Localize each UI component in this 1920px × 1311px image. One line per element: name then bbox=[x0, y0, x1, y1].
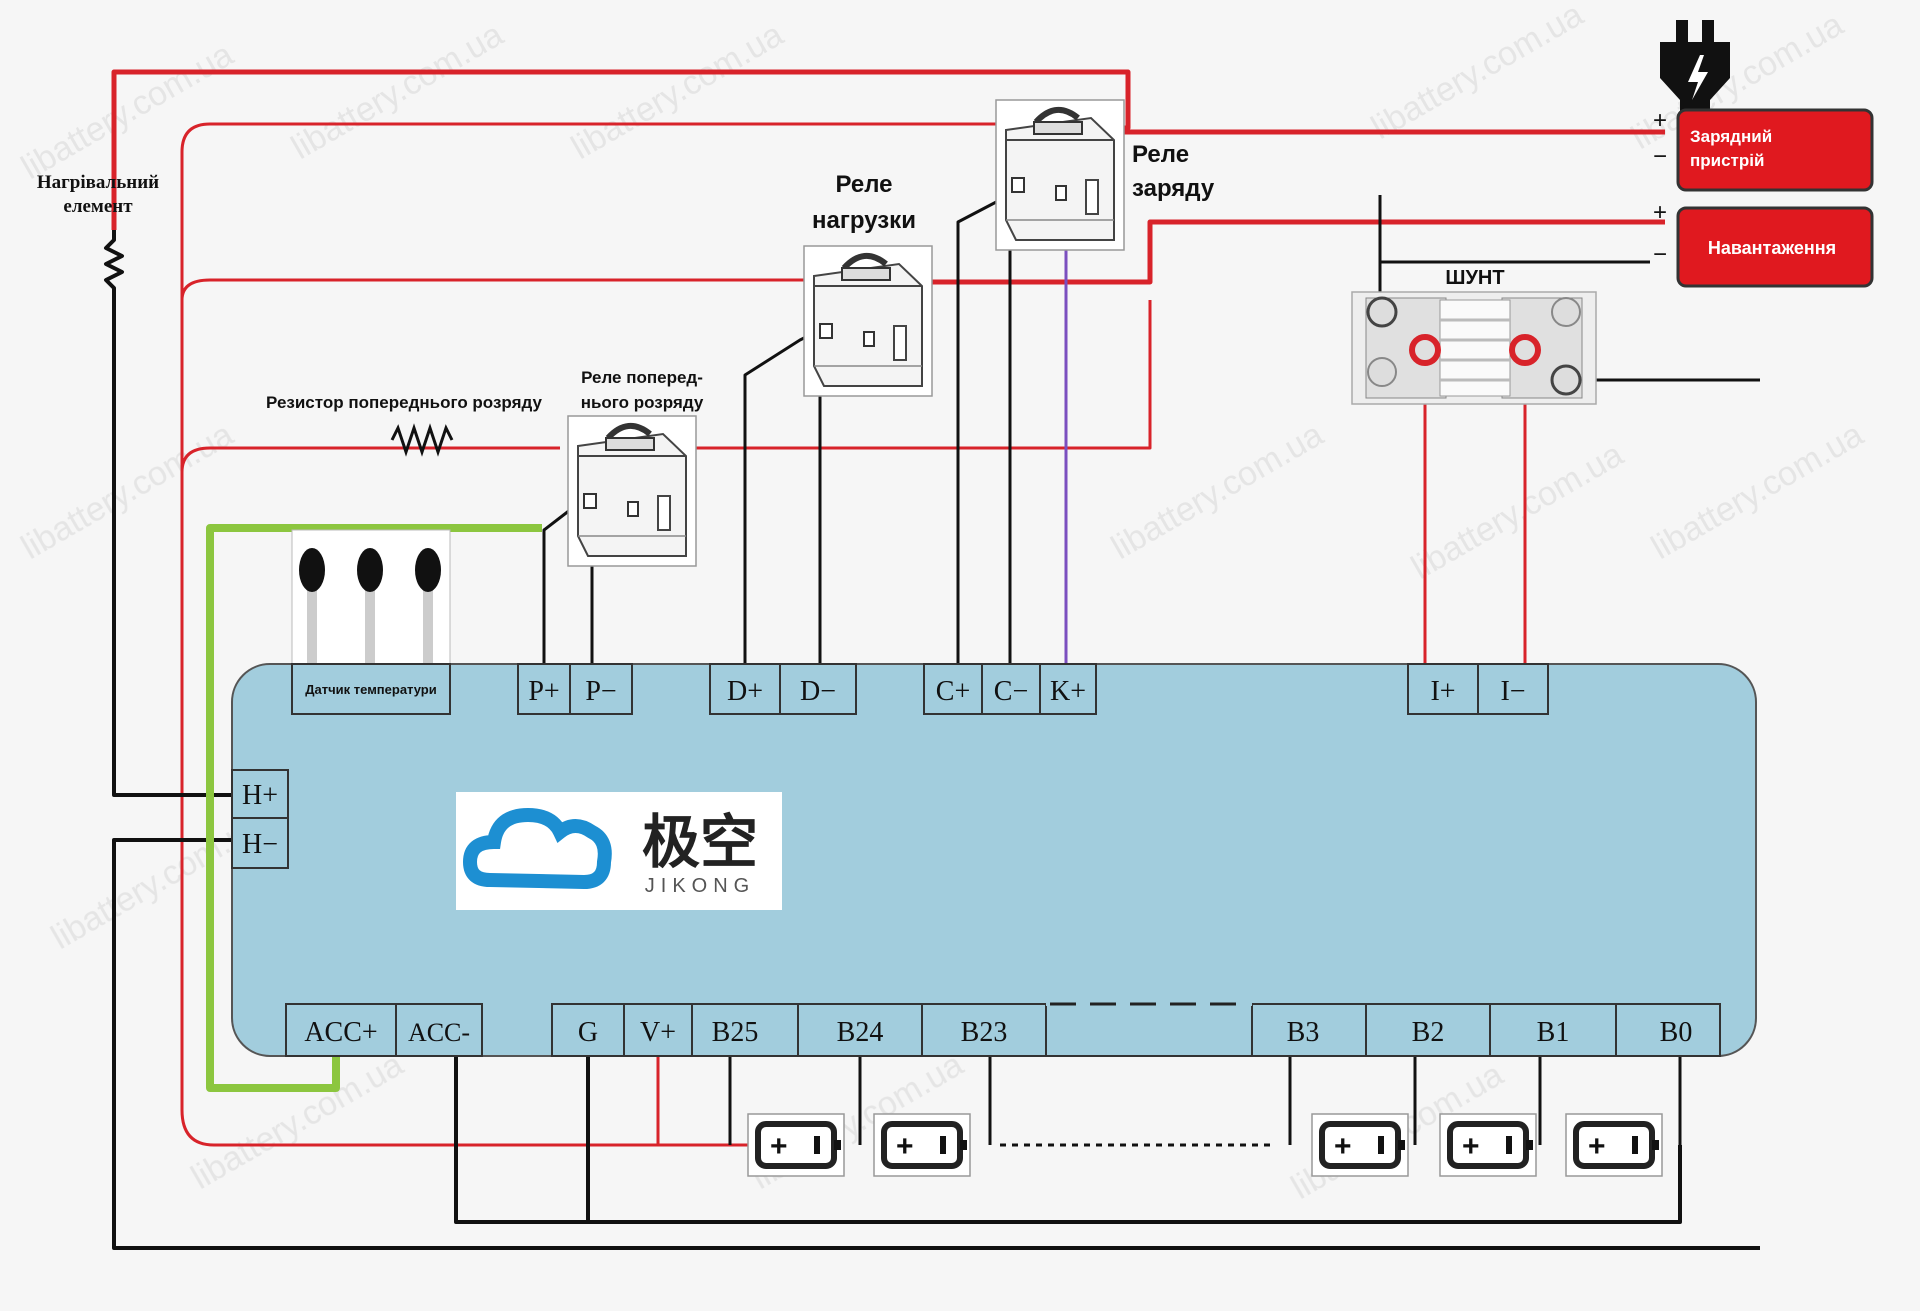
load-plus: + bbox=[1653, 199, 1667, 226]
shunt-label: ШУНТ bbox=[1445, 267, 1504, 289]
watermark-text: libattery.com.ua bbox=[1405, 435, 1630, 587]
plug-icon bbox=[1660, 20, 1730, 115]
terminal-c-plus: C+ bbox=[936, 676, 970, 707]
charge-relay bbox=[996, 100, 1124, 250]
terminal-b3: B3 bbox=[1287, 1017, 1320, 1048]
watermark-text: libattery.com.ua bbox=[15, 35, 240, 187]
pre-resistor-symbol bbox=[390, 423, 454, 457]
terminal-b1: B1 bbox=[1537, 1017, 1570, 1048]
battery-cell bbox=[1312, 1114, 1408, 1176]
load-relay-label-2: нагрузки bbox=[812, 207, 916, 234]
logo-latin: JIKONG bbox=[645, 875, 755, 897]
charger-minus: − bbox=[1653, 143, 1667, 170]
terminal-k-plus: K+ bbox=[1050, 676, 1086, 707]
temp-sensor-label: Датчик температури bbox=[305, 682, 437, 697]
watermark-text: libattery.com.ua bbox=[1105, 415, 1330, 567]
terminal-b23: B23 bbox=[961, 1017, 1008, 1048]
terminal-i-plus: I+ bbox=[1430, 676, 1455, 707]
temp-sensor-block bbox=[291, 663, 451, 715]
terminal-b2: B2 bbox=[1412, 1017, 1445, 1048]
prerelay-label-2: нього розряду bbox=[581, 393, 704, 412]
load-label: Навантаження bbox=[1708, 238, 1836, 258]
terminal-d-plus: D+ bbox=[727, 676, 763, 707]
heater-label-2: елемент bbox=[63, 196, 133, 217]
terminal-p-minus: P− bbox=[585, 676, 616, 707]
jikong-logo bbox=[456, 792, 782, 910]
terminal-b25: B25 bbox=[712, 1017, 759, 1048]
terminal-h-minus: H− bbox=[242, 829, 278, 860]
battery-cell bbox=[748, 1114, 844, 1176]
pre-resistor-label: Резистор попереднього розряду bbox=[266, 393, 542, 412]
logo-chinese: 极空 bbox=[642, 810, 758, 875]
charger-label-2: пристрій bbox=[1690, 151, 1764, 170]
black-wires bbox=[104, 188, 1760, 1250]
charger-label-1: Зарядний bbox=[1690, 127, 1772, 146]
charger-plus: + bbox=[1653, 107, 1667, 134]
load-relay bbox=[804, 246, 932, 396]
terminal-g: G bbox=[578, 1017, 598, 1048]
terminal-v-plus: V+ bbox=[640, 1017, 676, 1048]
terminal-b0: B0 bbox=[1660, 1017, 1693, 1048]
charger-box bbox=[1676, 108, 1874, 192]
terminal-d-minus: D− bbox=[800, 676, 836, 707]
terminal-acc-plus: ACC+ bbox=[304, 1017, 377, 1048]
load-minus: − bbox=[1653, 241, 1667, 268]
terminal-b24: B24 bbox=[837, 1017, 884, 1048]
battery-cell bbox=[874, 1114, 970, 1176]
watermark-text: libattery.com.ua bbox=[1365, 0, 1590, 147]
watermark-text: libattery.com.ua bbox=[1645, 415, 1870, 567]
temperature-sensors bbox=[291, 529, 451, 671]
terminal-p-plus: P+ bbox=[528, 676, 559, 707]
terminal-blocks-top bbox=[231, 663, 1549, 869]
terminal-c-minus: C− bbox=[994, 676, 1028, 707]
watermark-text: libattery.com.ua bbox=[185, 1045, 410, 1197]
watermark-text: libattery.com.ua bbox=[565, 15, 790, 167]
prerelay-label-1: Реле поперед- bbox=[581, 368, 703, 387]
watermark-text: libattery.com.ua bbox=[285, 15, 510, 167]
terminal-i-minus: I− bbox=[1500, 676, 1525, 707]
terminal-h-plus: H+ bbox=[242, 780, 278, 811]
terminal-blocks-bottom bbox=[285, 1003, 1721, 1057]
terminal-acc-minus: ACC- bbox=[408, 1018, 470, 1047]
heater-label-1: Нагрівальний bbox=[37, 172, 159, 193]
battery-cell bbox=[1440, 1114, 1536, 1176]
load-box bbox=[1676, 206, 1874, 288]
acc-wire bbox=[206, 524, 542, 1092]
terminal-labels: P+ P− D+ D− C+ C− K+ I+ I− H+ H− ACC+ AC… bbox=[242, 676, 1692, 1048]
shunt bbox=[1351, 291, 1597, 405]
predischarge-relay bbox=[568, 416, 696, 566]
load-relay-label-1: Реле bbox=[835, 171, 892, 198]
charge-relay-label-2: заряду bbox=[1132, 175, 1215, 202]
battery-cell bbox=[1566, 1114, 1662, 1176]
charge-relay-label-1: Реле bbox=[1132, 141, 1189, 168]
